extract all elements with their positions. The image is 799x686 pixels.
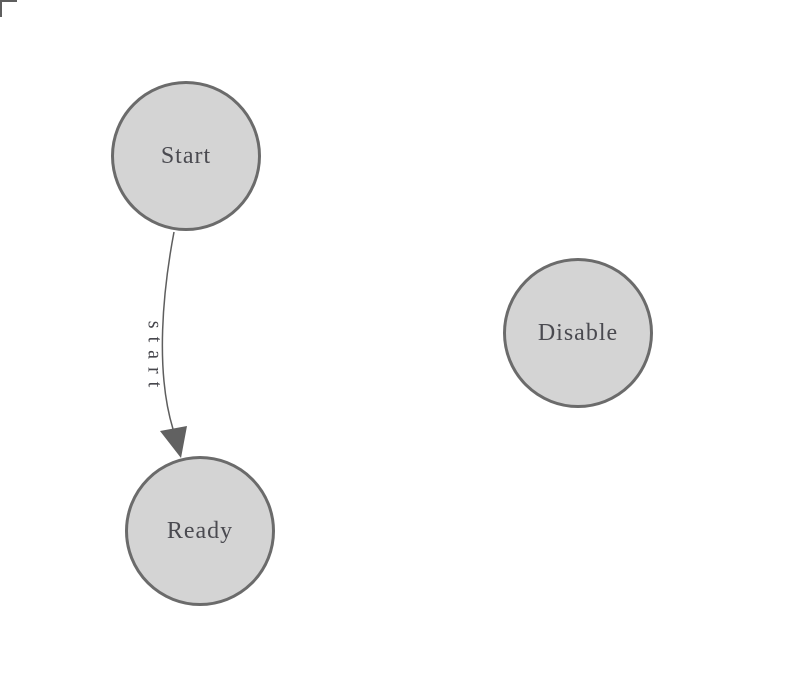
canvas-corner-marker	[0, 0, 17, 17]
arrowhead-icon	[160, 426, 187, 458]
state-node-disable[interactable]: Disable	[503, 258, 653, 408]
state-label-ready: Ready	[166, 517, 234, 544]
state-label-start: Start	[160, 142, 212, 169]
edge-label-start: start	[143, 320, 166, 396]
state-label-disable: Disable	[537, 319, 619, 346]
state-node-ready[interactable]: Ready	[125, 456, 275, 606]
state-node-start[interactable]: Start	[111, 81, 261, 231]
